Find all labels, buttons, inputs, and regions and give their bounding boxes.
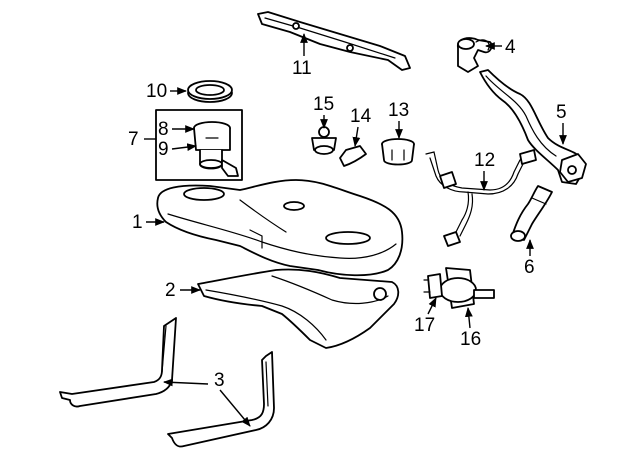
part-1-fuel-tank (156, 179, 404, 277)
part-10-lock-ring (187, 80, 233, 103)
part-17-connector (423, 273, 443, 299)
callout-16: 16 (460, 307, 481, 350)
part-3-strap-right (167, 351, 275, 448)
callout-label: 7 (128, 129, 139, 150)
callout-label: 8 (158, 119, 169, 140)
callout-7: 7 (128, 129, 156, 150)
callout-15: 15 (313, 94, 334, 129)
part-6-hose (510, 185, 553, 242)
callout-label: 6 (524, 257, 535, 278)
part-12-vapor-lines (425, 149, 537, 247)
callout-label: 13 (388, 100, 409, 121)
callout-label: 15 (313, 94, 334, 115)
callout-label: 14 (350, 106, 372, 127)
callout-11: 11 (292, 33, 312, 79)
part-11-heat-shield (257, 11, 411, 71)
part-2-shield (197, 268, 400, 349)
callout-5: 5 (556, 102, 567, 145)
callout-9: 9 (158, 139, 197, 160)
callout-label: 3 (214, 370, 225, 391)
callout-6: 6 (524, 239, 535, 278)
callout-label: 5 (556, 102, 567, 123)
callout-14: 14 (350, 106, 372, 147)
callout-10: 10 (146, 81, 187, 102)
callout-label: 1 (132, 212, 143, 233)
part-15-valve (311, 126, 337, 155)
part-16-pump (439, 267, 495, 309)
part-7-fuel-pump-module (155, 109, 243, 181)
part-3-strap-left (59, 317, 177, 408)
callout-4: 4 (485, 37, 516, 58)
callout-label: 12 (474, 150, 495, 171)
callout-2: 2 (165, 280, 201, 301)
callout-13: 13 (388, 100, 409, 139)
callout-label: 2 (165, 280, 176, 301)
callout-label: 10 (146, 81, 167, 102)
callout-3: 3 (163, 370, 251, 427)
callout-12: 12 (474, 150, 495, 191)
callout-label: 4 (505, 37, 516, 58)
part-13-fitting (381, 138, 415, 166)
callout-1: 1 (132, 212, 165, 233)
part-4-filler-cap (457, 37, 493, 73)
callout-label: 9 (158, 139, 169, 160)
callout-17: 17 (414, 297, 437, 336)
callout-label: 11 (292, 58, 312, 79)
part-14-hose (339, 145, 367, 167)
callout-label: 17 (414, 315, 435, 336)
callout-label: 16 (460, 329, 481, 350)
part-5-filler-neck (479, 69, 587, 185)
callout-8: 8 (158, 119, 195, 140)
